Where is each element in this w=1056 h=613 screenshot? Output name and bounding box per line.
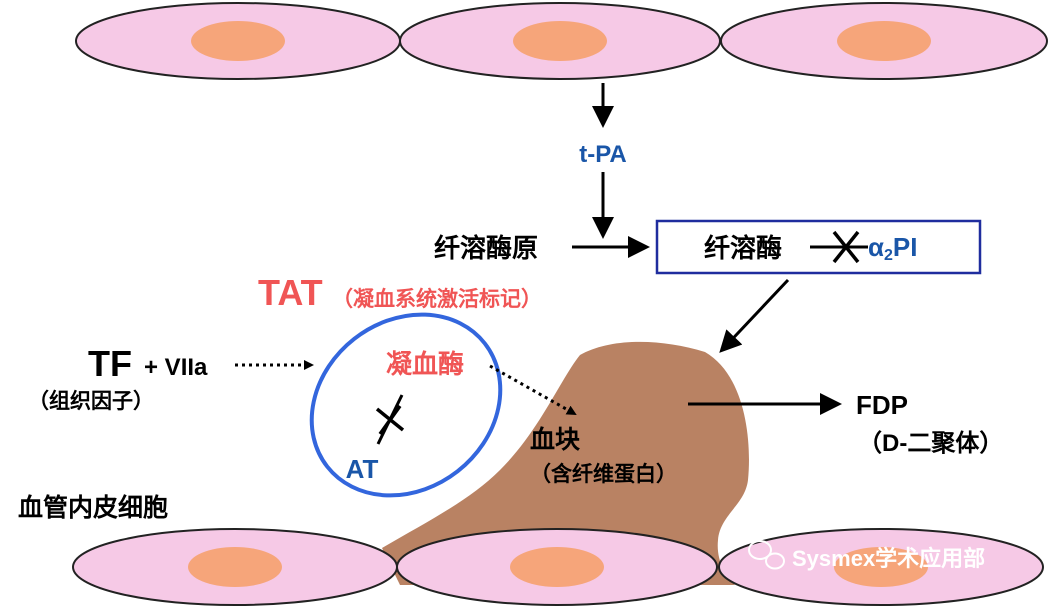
watermark-text: Sysmex学术应用部	[792, 546, 985, 571]
wechat-icon	[748, 540, 785, 570]
top-endothelial-cells	[75, 2, 1048, 80]
endothelial-label: 血管内皮细胞	[18, 493, 168, 522]
bottom-cell-3	[718, 528, 1044, 606]
at-inhibition-mark	[375, 394, 405, 445]
top-cell-3	[720, 2, 1048, 80]
arrow-thrombin-to-clot	[489, 364, 577, 416]
fdp-note: （D-二聚体）	[858, 430, 1003, 457]
top-cell-1	[75, 2, 401, 80]
alpha2pi-inhibition-mark	[810, 230, 868, 264]
clot-label: 血块	[530, 426, 580, 454]
tf-label: TF	[88, 343, 132, 384]
watermark: Sysmex学术应用部	[748, 540, 985, 571]
arrow-plasmin-to-clot	[719, 278, 790, 353]
plasmin-label: 纤溶酶	[704, 233, 782, 263]
fdp-label: FDP	[856, 390, 908, 420]
top-cell-2	[399, 2, 721, 80]
tat-note: （凝血系统激活标记）	[332, 287, 542, 311]
clot-note: （含纤维蛋白）	[530, 462, 677, 486]
bottom-cell-1	[72, 528, 398, 606]
blood-clot-shape	[382, 341, 749, 585]
thrombin-label: 凝血酶	[386, 349, 464, 379]
alpha2pi-label: α2PI	[868, 232, 917, 264]
tat-label: TAT	[258, 272, 323, 313]
bottom-cell-2	[396, 528, 718, 606]
bottom-endothelial-cells	[72, 528, 1044, 606]
tat-complex-ellipse	[309, 312, 503, 498]
tpa-label: t-PA	[579, 141, 627, 168]
plasminogen-label: 纤溶酶原	[434, 233, 538, 263]
at-label: AT	[346, 454, 379, 484]
viia-label: + VIIa	[144, 354, 208, 381]
tf-note: （组织因子）	[28, 389, 154, 413]
